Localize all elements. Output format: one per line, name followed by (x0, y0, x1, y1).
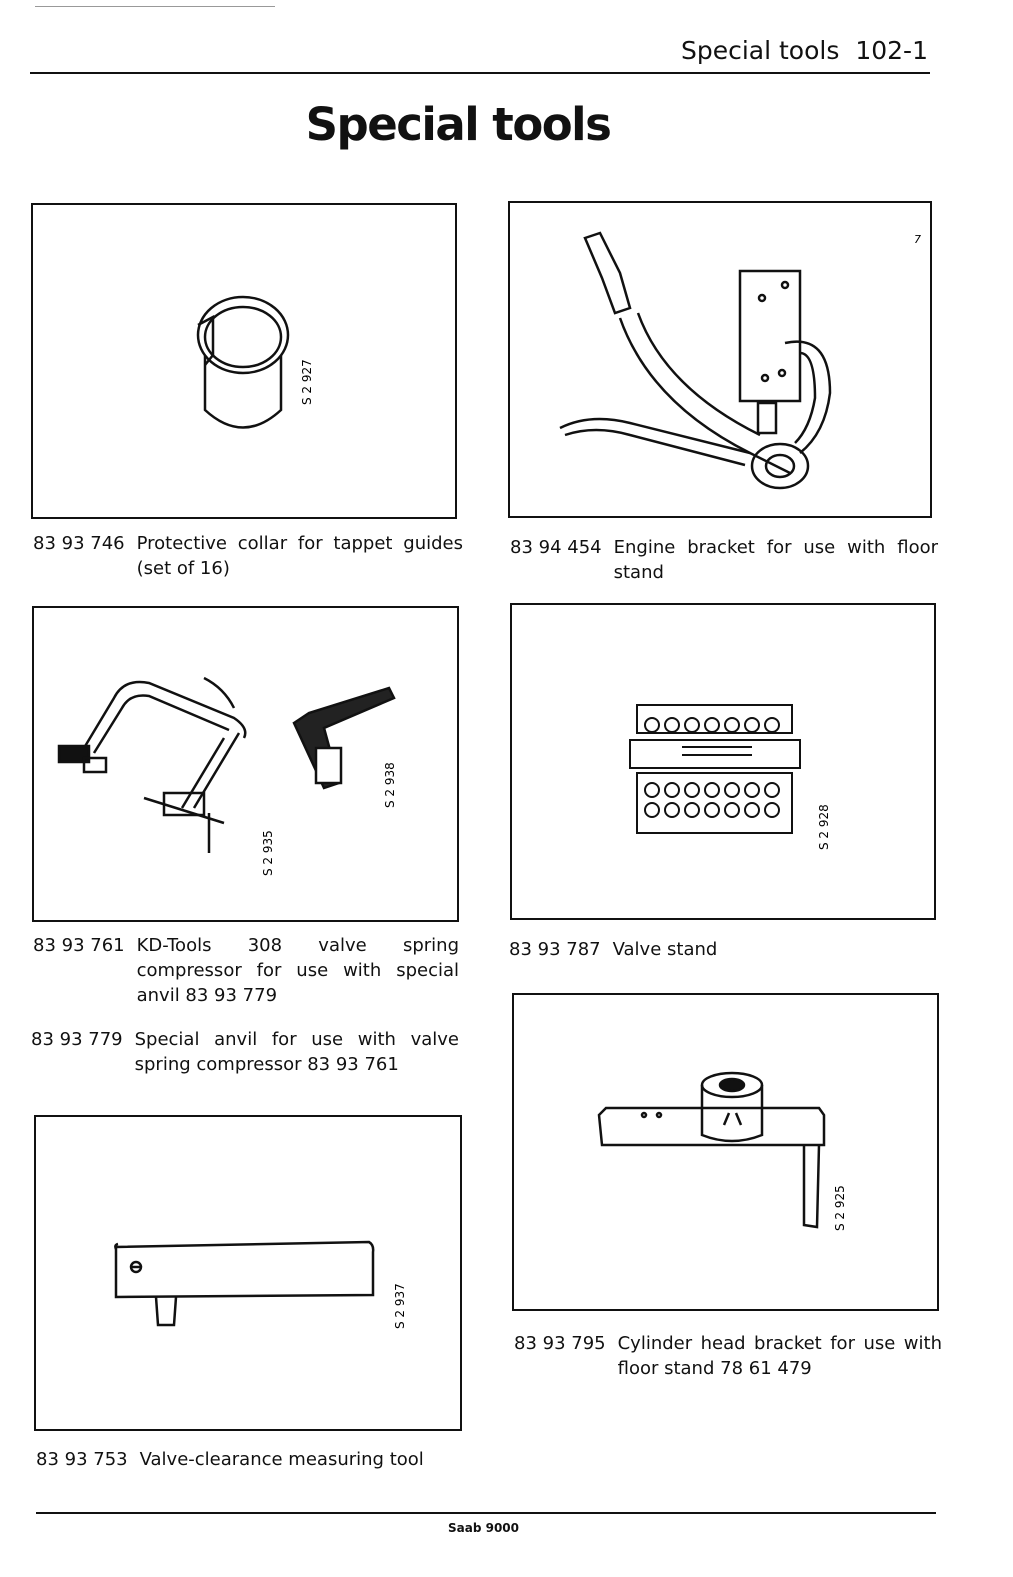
fig-code: S 2 937 (393, 1283, 407, 1329)
figure-engine-bracket: 7 (508, 201, 932, 518)
measuring-tool-illustration (114, 1240, 375, 1327)
footer-rule (36, 1512, 936, 1514)
caption-special-anvil: 83 93 779 Special anvil for use with val… (31, 1027, 459, 1077)
caption-valve-clearance-tool: 83 93 753 Valve-clearance measuring tool (36, 1447, 466, 1472)
fig-code: S 2 935 (261, 830, 275, 876)
figure-cylinder-head-bracket: S 2 925 (512, 993, 939, 1311)
part-number: 83 93 761 (33, 935, 125, 956)
part-number: 83 93 795 (514, 1333, 606, 1354)
part-number: 83 94 454 (510, 537, 602, 558)
cylinder-head-bracket-illustration (597, 1071, 826, 1229)
caption-protective-collar: 83 93 746 Protective collar for tappet g… (33, 531, 463, 581)
footer-label: Saab 9000 (448, 1521, 520, 1535)
figure-valve-spring-compressor: S 2 935 S 2 938 (32, 606, 459, 922)
part-number: 83 93 779 (31, 1029, 123, 1050)
compressor-illustration (57, 676, 247, 853)
running-head: Special tools 102-1 (600, 36, 928, 65)
valve-holes-top (644, 717, 780, 733)
part-description: Engine bracket for use with floor stand (613, 537, 938, 583)
part-description: KD-Tools 308 valve spring compressor for… (136, 935, 459, 1006)
part-description: Special anvil for use with valve spring … (134, 1029, 459, 1075)
part-description: Valve stand (612, 939, 718, 960)
top-rule (35, 6, 275, 7)
page-title: Special tools (305, 98, 612, 151)
part-description: Protective collar for tappet guides (set… (136, 533, 463, 579)
anvil-illustration (292, 686, 396, 790)
valve-holes-bottom (644, 782, 780, 818)
caption-valve-spring-compressor: 83 93 761 KD-Tools 308 valve spring comp… (33, 933, 459, 1008)
caption-valve-stand: 83 93 787 Valve stand (509, 937, 937, 962)
collar-illustration (196, 295, 290, 429)
part-number: 83 93 746 (33, 533, 125, 554)
part-number: 83 93 753 (36, 1449, 128, 1470)
part-number: 83 93 787 (509, 939, 601, 960)
part-description: Cylinder head bracket for use with floor… (617, 1333, 942, 1379)
fig-code: S 2 927 (300, 359, 314, 405)
section-title: Special tools (680, 36, 840, 65)
caption-engine-bracket: 83 94 454 Engine bracket for use with fl… (510, 535, 938, 585)
valve-stand-illustration (629, 704, 801, 834)
fig-code: S 2 928 (817, 804, 831, 850)
figure-valve-stand: S 2 928 (510, 603, 936, 920)
figure-valve-clearance-tool: S 2 937 (34, 1115, 462, 1431)
page-number: 102-1 (855, 36, 928, 65)
fig-code: 7 (914, 233, 921, 246)
fig-code: S 2 925 (833, 1185, 847, 1231)
engine-bracket-illustration (559, 231, 832, 490)
header-rule (30, 72, 930, 74)
caption-cylinder-head-bracket: 83 93 795 Cylinder head bracket for use … (514, 1331, 942, 1381)
figure-protective-collar: S 2 927 (31, 203, 457, 519)
fig-code: S 2 938 (383, 762, 397, 808)
part-description: Valve-clearance measuring tool (139, 1449, 424, 1470)
